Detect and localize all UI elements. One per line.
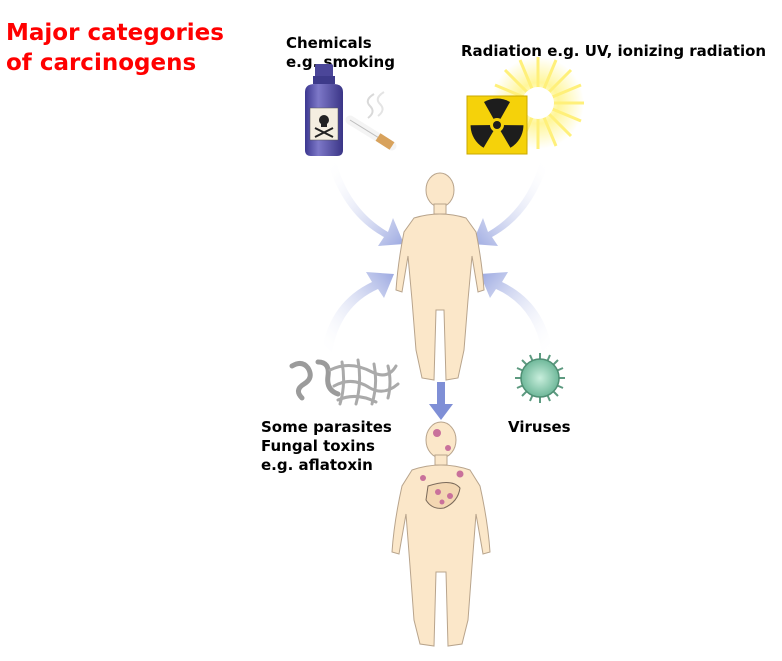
tumor-spot	[439, 499, 445, 505]
tumor-spot	[456, 470, 464, 478]
viruses-label: Viruses	[508, 418, 571, 436]
tumor-spot	[420, 475, 426, 481]
liver-outline	[425, 482, 461, 509]
tumor-spot	[447, 493, 453, 499]
arrow-viruses	[480, 272, 552, 352]
slide-title: Major categories of carcinogens	[6, 18, 224, 78]
poison-bottle-icon	[305, 64, 343, 156]
fungal-hyphae-icon	[328, 358, 400, 406]
cigarette-icon	[345, 91, 397, 151]
tumor-spot	[435, 489, 441, 495]
title-line-1: Major categories	[6, 20, 224, 46]
radiation-label: Radiation e.g. UV, ionizing radiation	[461, 42, 767, 60]
arrow-parasites	[322, 272, 394, 352]
human-figure-cancer	[391, 421, 491, 647]
virus-icon	[515, 353, 565, 403]
arrow-radiation	[472, 162, 548, 246]
chemicals-label: Chemicals e.g. smoking	[286, 34, 395, 71]
arrow-down	[429, 382, 453, 420]
parasites-label: Some parasites Fungal toxins e.g. aflato…	[261, 418, 392, 474]
title-line-2: of carcinogens	[6, 50, 197, 76]
tumor-spot	[433, 429, 441, 437]
human-figure-healthy	[395, 172, 485, 381]
arrow-chemicals	[328, 162, 404, 246]
radiation-symbol-icon	[466, 95, 528, 155]
tumor-spot	[445, 445, 451, 451]
parasite-worms-icon	[289, 359, 341, 401]
